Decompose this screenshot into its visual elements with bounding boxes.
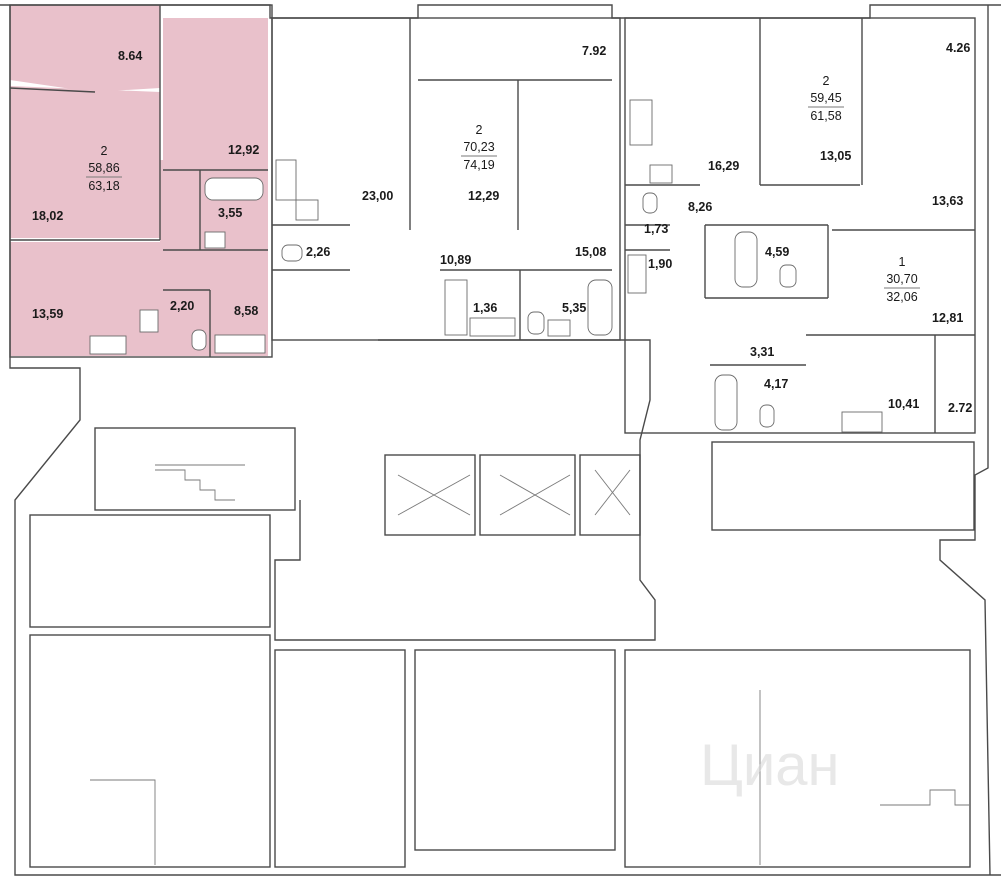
elevator-shaft-1 bbox=[384, 454, 476, 536]
stair-steps bbox=[155, 469, 235, 501]
stove-icon bbox=[629, 99, 653, 146]
room-area: 13,63 bbox=[932, 194, 963, 208]
apt-right-mid-living: 30,70 bbox=[886, 272, 917, 286]
storage-block-2 bbox=[29, 634, 271, 868]
core-wall bbox=[274, 339, 656, 641]
sink-icon bbox=[204, 231, 226, 249]
room-area: 16,29 bbox=[708, 159, 739, 173]
outer-wall-top bbox=[0, 4, 1001, 19]
room-area: 1,73 bbox=[644, 222, 668, 236]
room-area-labels: 8.64 12,92 18,02 3,55 13,59 2,20 8,58 23… bbox=[32, 41, 972, 415]
stair-block bbox=[94, 427, 296, 511]
apt-center-rooms: 2 bbox=[476, 123, 483, 137]
storage-block-4 bbox=[414, 649, 616, 851]
room-area: 4.26 bbox=[946, 41, 970, 55]
sink-icon bbox=[139, 309, 159, 333]
stove-icon bbox=[89, 335, 127, 355]
bathtub-icon bbox=[734, 231, 758, 288]
fixtures bbox=[89, 99, 883, 433]
room-area: 12,81 bbox=[932, 311, 963, 325]
room-area: 2,26 bbox=[306, 245, 330, 259]
commercial-block bbox=[711, 441, 975, 531]
elevator-2-x2 bbox=[499, 474, 571, 516]
apt-left-fill-main bbox=[10, 86, 160, 238]
elevator-3-x2 bbox=[594, 469, 631, 516]
toilet-icon bbox=[779, 264, 797, 288]
toilet-icon bbox=[759, 404, 775, 428]
sink-icon bbox=[649, 164, 673, 184]
apartment-labels: 2 58,86 63,18 2 70,23 74,19 2 59,45 61,5… bbox=[86, 74, 920, 304]
toilet-icon bbox=[642, 192, 658, 214]
outer-wall-left bbox=[9, 5, 1001, 876]
stove-icon bbox=[841, 411, 883, 433]
radiator-icon bbox=[469, 317, 516, 337]
apt-right-top-rooms: 2 bbox=[823, 74, 830, 88]
room-area: 7.92 bbox=[582, 44, 606, 58]
sink-icon bbox=[547, 319, 571, 337]
apt-left-fill-bottom bbox=[10, 242, 268, 356]
room-area: 1,90 bbox=[648, 257, 672, 271]
room-area: 8,26 bbox=[688, 200, 712, 214]
room-area: 10,41 bbox=[888, 397, 919, 411]
room-area: 3,55 bbox=[218, 206, 242, 220]
apt-left-living: 58,86 bbox=[88, 161, 119, 175]
room-area: 1,36 bbox=[473, 301, 497, 315]
room-area: 3,31 bbox=[750, 345, 774, 359]
radiator-icon bbox=[214, 334, 266, 354]
apt-left-div-5 bbox=[9, 87, 96, 93]
room-area: 13,05 bbox=[820, 149, 851, 163]
apt-left-fill-top bbox=[10, 5, 160, 92]
room-area: 5,35 bbox=[562, 301, 586, 315]
room-area: 4,59 bbox=[765, 245, 789, 259]
toilet-icon bbox=[191, 329, 207, 351]
apt-right-top-total: 61,58 bbox=[810, 109, 841, 123]
room-area: 8.64 bbox=[118, 49, 142, 63]
stove-icon bbox=[275, 159, 297, 201]
storage-block-5 bbox=[624, 649, 971, 868]
apt-left-total: 63,18 bbox=[88, 179, 119, 193]
apt-center-living: 70,23 bbox=[463, 140, 494, 154]
room-area: 2.72 bbox=[948, 401, 972, 415]
watermark-text: Циан bbox=[700, 733, 840, 798]
room-area: 18,02 bbox=[32, 209, 63, 223]
selected-apartment-fill[interactable] bbox=[10, 5, 268, 356]
apt-right-mid-rooms: 1 bbox=[899, 255, 906, 269]
bathtub-icon bbox=[714, 374, 738, 431]
sink-icon bbox=[295, 199, 319, 221]
room-area: 10,89 bbox=[440, 253, 471, 267]
bathtub-icon bbox=[204, 177, 264, 201]
room-area: 23,00 bbox=[362, 189, 393, 203]
toilet-icon bbox=[281, 244, 303, 262]
elevator-1-x2 bbox=[397, 474, 471, 516]
room-area: 15,08 bbox=[575, 245, 606, 259]
elevator-shaft-3 bbox=[579, 454, 641, 536]
storage-block-3 bbox=[274, 649, 406, 868]
storage-block-1 bbox=[29, 514, 271, 628]
building-walls bbox=[0, 4, 1001, 876]
toilet-icon bbox=[527, 311, 545, 335]
apt-center-total: 74,19 bbox=[463, 158, 494, 172]
storage-partition-1 bbox=[90, 779, 156, 865]
room-area: 12,92 bbox=[228, 143, 259, 157]
elevator-shaft-2 bbox=[479, 454, 576, 536]
apt-right-mid-total: 32,06 bbox=[886, 290, 917, 304]
apt-right-top-living: 59,45 bbox=[810, 91, 841, 105]
outer-wall-right bbox=[939, 5, 991, 876]
radiator-icon bbox=[444, 279, 468, 336]
bathtub-icon bbox=[587, 279, 613, 336]
room-area: 12,29 bbox=[468, 189, 499, 203]
room-area: 2,20 bbox=[170, 299, 194, 313]
storage-partition-3 bbox=[880, 789, 970, 806]
apt-left-rooms: 2 bbox=[101, 144, 108, 158]
apt-left-fill-right bbox=[163, 18, 268, 170]
room-area: 8,58 bbox=[234, 304, 258, 318]
room-area: 4,17 bbox=[764, 377, 788, 391]
room-area: 13,59 bbox=[32, 307, 63, 321]
radiator-icon bbox=[627, 254, 647, 294]
